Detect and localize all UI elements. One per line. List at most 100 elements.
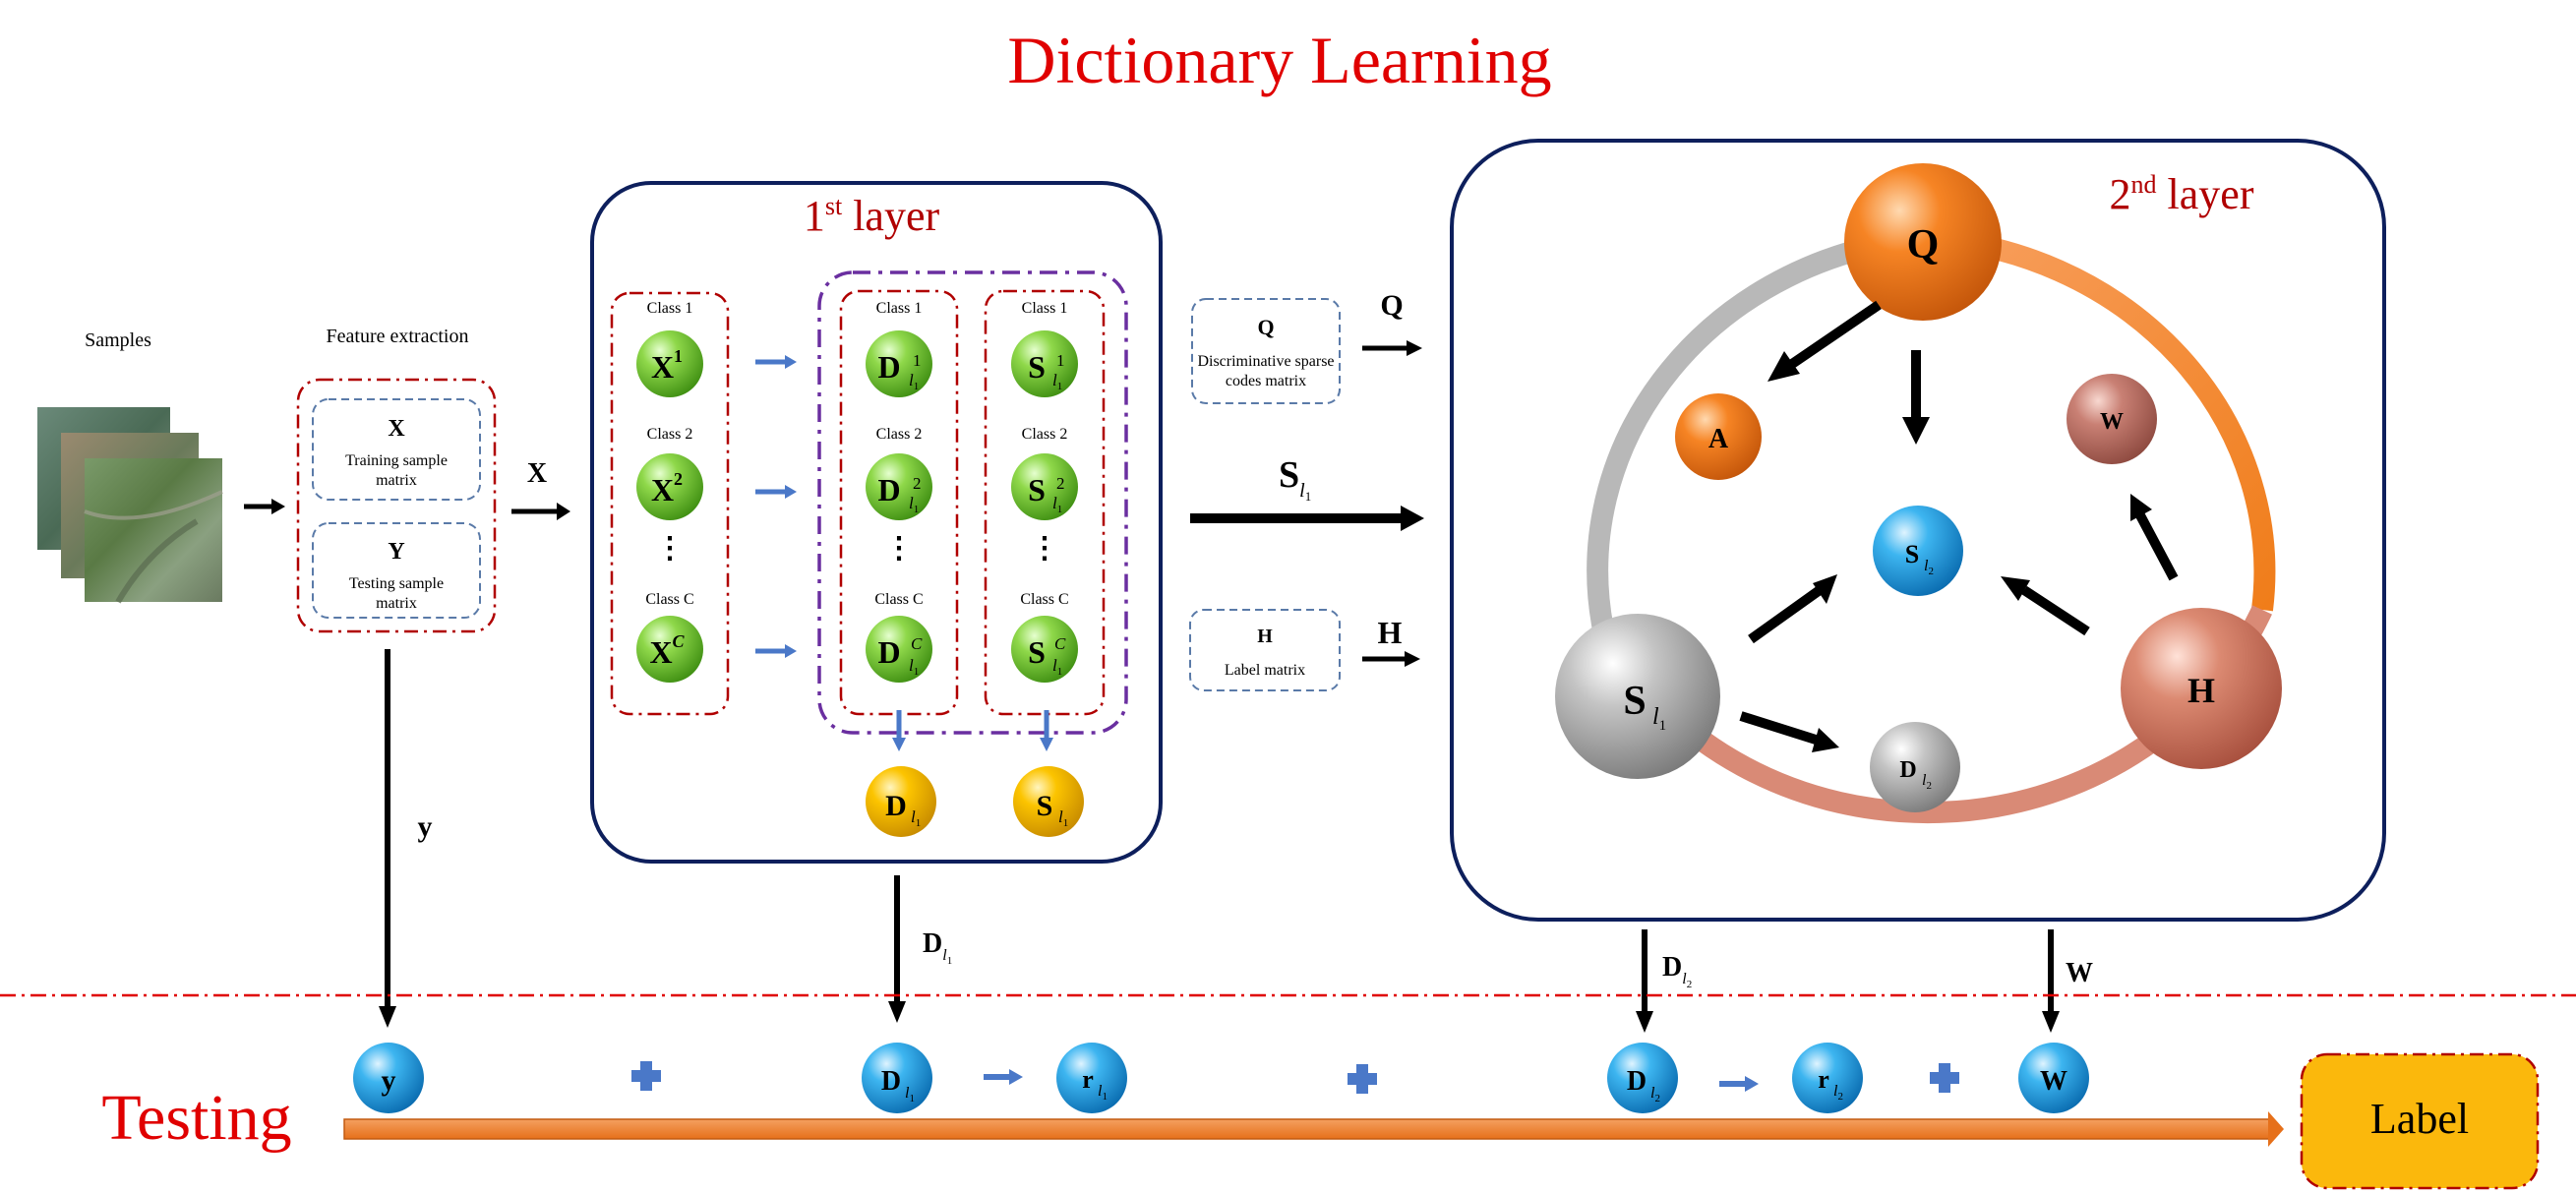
layer1-output-arrows (892, 710, 1053, 751)
sC-node (1011, 616, 1078, 683)
layer2-box (1450, 139, 2386, 922)
test-r-l2-sub: l2 (1833, 1083, 1843, 1103)
test-r-l1-sub: l1 (1098, 1083, 1108, 1103)
q-matrix-desc-2: codes matrix (1226, 373, 1306, 389)
d-l1-output-label: D (885, 790, 907, 822)
d-l2-arrow-label: Dl2 (1662, 952, 1692, 990)
w-node-layer2-label: W (2100, 409, 2124, 435)
dC-node-label: D (877, 634, 900, 670)
y-matrix-box (312, 522, 481, 619)
d2-node-sub: l1 (909, 494, 919, 515)
x-class1-label: Class 1 (647, 300, 693, 317)
test-d-l2-label: D (1627, 1066, 1647, 1097)
label-box-text: Label (2370, 1095, 2469, 1143)
testing-arrow-head (2268, 1111, 2284, 1147)
h-matrix-desc: Label matrix (1225, 662, 1305, 679)
dC-node-sub: l1 (909, 656, 919, 678)
layer2-title: 2nd layer (2110, 170, 2254, 218)
s-arrow-label: Sl1 (1279, 454, 1311, 504)
d-l1-arrow-label: Dl1 (923, 928, 952, 967)
x-class-column (610, 291, 730, 716)
h-node (2121, 608, 2282, 769)
d1-node-sub: l1 (909, 371, 919, 392)
test-y-label: y (382, 1064, 396, 1097)
test-w-node (2018, 1043, 2089, 1113)
s2-node (1011, 453, 1078, 520)
s1-node-label: S (1028, 349, 1046, 385)
q-arrow-label: Q (1380, 289, 1403, 322)
x1-node (636, 330, 703, 397)
testing-arrow-shaft (343, 1118, 2273, 1140)
s-l2-node-sub: l2 (1924, 558, 1934, 577)
x-matrix-desc-2: matrix (376, 472, 417, 489)
d2-node (866, 453, 932, 520)
plus-icon (631, 1061, 661, 1091)
sample-images (37, 407, 223, 604)
s-class-column (984, 289, 1106, 716)
d-class1-label: Class 1 (876, 300, 923, 317)
test-w-label: W (2040, 1066, 2067, 1097)
sC-node-sub: l1 (1052, 656, 1062, 678)
test-r-l2-label: r (1818, 1065, 1829, 1094)
x1-node-label: X1 (651, 346, 683, 385)
layer2-arrows (1739, 300, 2179, 752)
samples-label: Samples (85, 329, 151, 351)
a-node (1675, 393, 1762, 480)
s-l1-output-node (1013, 766, 1084, 837)
x-matrix-desc-1: Training sample (345, 452, 448, 469)
s-l2-node (1873, 506, 1963, 596)
d2-node-sup: 2 (913, 474, 922, 493)
s1-node-sup: 1 (1056, 351, 1065, 370)
test-r-l1-label: r (1082, 1065, 1094, 1094)
s-l2-node-label: S (1905, 540, 1919, 568)
a-node-label: A (1708, 424, 1729, 454)
s1-node (1011, 330, 1078, 397)
s-dots: ⋮ (1030, 532, 1059, 565)
x-matrix-symbol: X (388, 416, 405, 442)
s-l1-node-layer2 (1555, 614, 1720, 779)
arrow-right-icon (1719, 1076, 1759, 1092)
testing-title: Testing (101, 1082, 291, 1154)
h-matrix-box (1189, 609, 1341, 691)
test-d-l2-node (1607, 1043, 1678, 1113)
test-r-l1-node (1056, 1043, 1127, 1113)
d-l2-node-sub: l2 (1922, 772, 1932, 792)
w-node-layer2 (2067, 374, 2157, 464)
layer1-box (590, 181, 1163, 864)
sC-node-sup: C (1054, 634, 1066, 653)
xC-node (636, 616, 703, 683)
test-d-l1-sub: l1 (905, 1085, 915, 1104)
x-to-d-arrows (755, 355, 797, 658)
d-classC-label: Class C (874, 591, 923, 608)
test-y-node (353, 1043, 424, 1113)
x-arrow-label: X (527, 458, 547, 489)
d-l2-node (1870, 722, 1960, 812)
h-arrow-label: H (1378, 615, 1403, 650)
w-arrow-label: W (2066, 958, 2093, 988)
d-dots: ⋮ (884, 532, 914, 565)
q-node (1844, 163, 2002, 321)
test-r-l2-node (1792, 1043, 1863, 1113)
d-l2-node-label: D (1899, 757, 1916, 783)
dictionary-pair-box (817, 270, 1128, 735)
q-matrix-box (1191, 298, 1341, 404)
s2-node-sup: 2 (1056, 474, 1065, 493)
h-matrix-symbol: H (1257, 626, 1273, 647)
x2-node (636, 453, 703, 520)
s2-node-sub: l1 (1052, 494, 1062, 515)
s-l1-output-sub: l1 (1058, 807, 1068, 829)
main-title: Dictionary Learning (1007, 23, 1551, 97)
dC-node (866, 616, 932, 683)
x2-node-label: X2 (651, 469, 683, 507)
arrow-right-icon (984, 1069, 1023, 1085)
d1-node-label: D (877, 349, 900, 385)
y-matrix-symbol: Y (388, 539, 404, 565)
sC-node-label: S (1028, 634, 1046, 670)
xC-node-label: XC (649, 631, 685, 670)
plus-icon (1348, 1064, 1377, 1094)
s-class2-label: Class 2 (1022, 426, 1068, 443)
d1-node-sup: 1 (913, 351, 922, 370)
feature-extraction-box (296, 378, 497, 633)
x-class2-label: Class 2 (647, 426, 693, 443)
d1-node (866, 330, 932, 397)
